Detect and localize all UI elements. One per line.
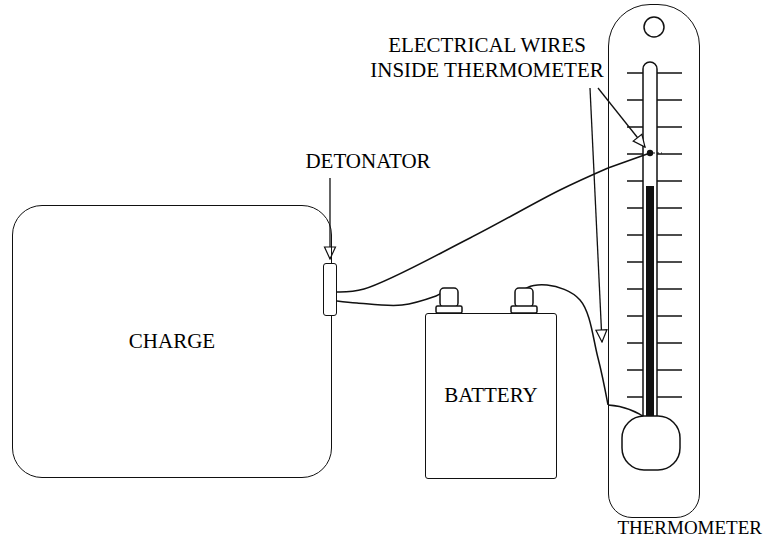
- glass-tube: [643, 62, 657, 427]
- wire: [337, 168, 608, 292]
- detonator-label-holder: DETONATOR: [305, 150, 430, 173]
- battery-terminal: [511, 288, 537, 313]
- inner-wire: [608, 153, 650, 168]
- battery-box: BATTERY: [425, 313, 557, 479]
- wire: [337, 290, 450, 313]
- liquid-column: [646, 186, 654, 426]
- charge-label: CHARGE: [129, 330, 215, 353]
- contact-point: [647, 150, 653, 156]
- thermometer-label-holder: THERMOMETER: [617, 518, 762, 539]
- battery-label: BATTERY: [444, 384, 537, 407]
- leader-arrow: [329, 178, 330, 259]
- detonator-box: DETONATOR: [323, 263, 337, 316]
- callout-label-holder: ELECTRICAL WIRES INSIDE THERMOMETER: [362, 33, 612, 83]
- explosive-charge: CHARGE: [12, 205, 332, 478]
- battery-terminal: [436, 288, 462, 313]
- detonator-label: DETONATOR: [305, 149, 430, 173]
- thermometer-body: THERMOMETER: [608, 4, 700, 518]
- callout-label: ELECTRICAL WIRES INSIDE THERMOMETER: [370, 33, 604, 82]
- thermometer-bulb: [622, 416, 680, 470]
- thermometer-label: THERMOMETER: [617, 517, 762, 538]
- leader-arrow: [598, 88, 645, 147]
- leader-arrow: [590, 88, 602, 342]
- hanging-hole: [644, 17, 664, 37]
- contact-mark: [653, 152, 662, 153]
